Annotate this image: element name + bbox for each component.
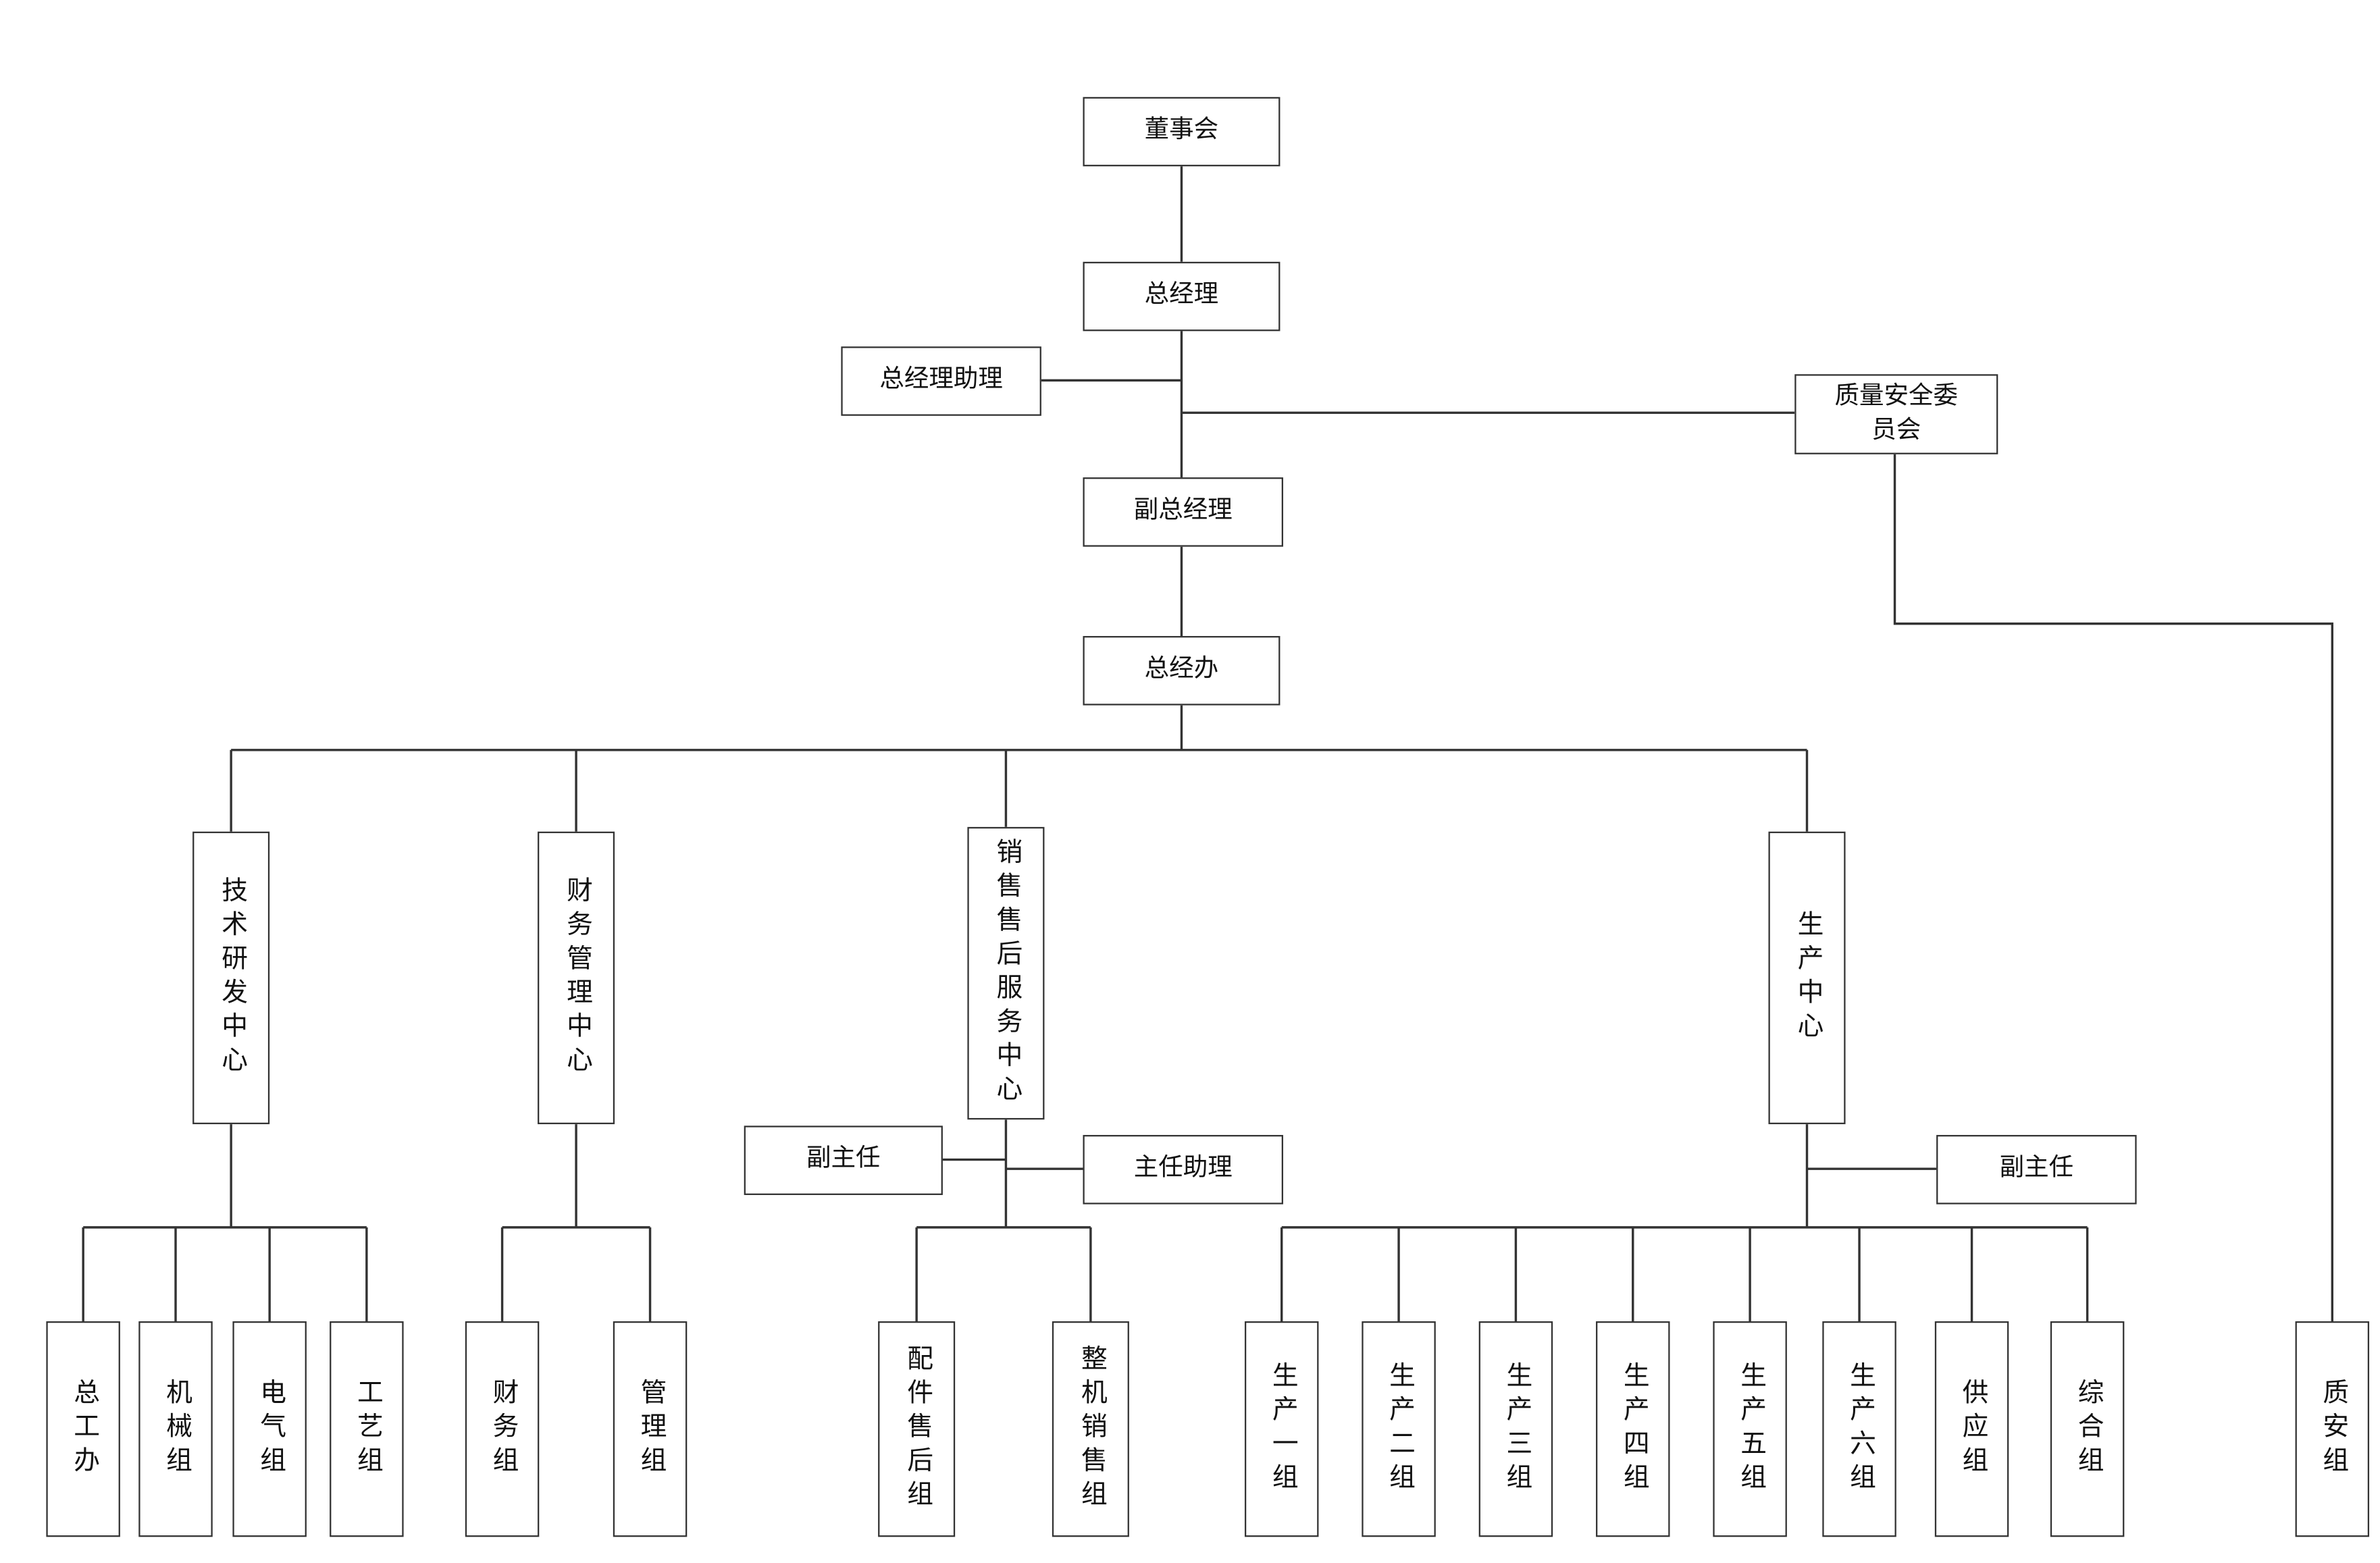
connector-committee-branch bbox=[1893, 454, 2334, 1322]
node-gm-office: 总经办 bbox=[1083, 636, 1280, 706]
node-parts-aftersales-group: 配件售后组 bbox=[878, 1321, 956, 1537]
node-production-group-2: 生产二组 bbox=[1362, 1321, 1436, 1537]
connector-main-bus bbox=[230, 749, 1809, 832]
node-machine-sales-group: 整机销售组 bbox=[1052, 1321, 1129, 1537]
connector-sales-branch bbox=[915, 1119, 1092, 1322]
connector-top-trunk bbox=[1041, 166, 1795, 750]
node-production-group-5: 生产五组 bbox=[1713, 1321, 1787, 1537]
node-tech-rd-center: 技术研发中心 bbox=[192, 831, 270, 1125]
node-mechanical-group: 机械组 bbox=[138, 1321, 213, 1537]
connector-finance-branch bbox=[500, 1124, 652, 1322]
node-finance-group: 财务组 bbox=[465, 1321, 540, 1537]
node-quality-safety-committee: 质量安全委员会 bbox=[1794, 374, 1998, 454]
node-board-of-directors: 董事会 bbox=[1083, 97, 1280, 167]
node-sales-director-assistant: 主任助理 bbox=[1083, 1135, 1283, 1204]
node-production-group-6: 生产六组 bbox=[1822, 1321, 1896, 1537]
node-production-group-1: 生产一组 bbox=[1244, 1321, 1319, 1537]
node-quality-safety-group: 质安组 bbox=[2295, 1321, 2370, 1537]
node-deputy-general-manager: 副总经理 bbox=[1083, 477, 1283, 547]
node-production-group-3: 生产三组 bbox=[1478, 1321, 1553, 1537]
node-general-affairs-group: 综合组 bbox=[2050, 1321, 2125, 1537]
node-production-group-4: 生产四组 bbox=[1596, 1321, 1670, 1537]
node-electrical-group: 电气组 bbox=[232, 1321, 307, 1537]
connector-production-branch bbox=[1280, 1124, 2089, 1322]
node-process-group: 工艺组 bbox=[330, 1321, 404, 1537]
node-supply-group: 供应组 bbox=[1934, 1321, 2009, 1537]
node-gm-assistant: 总经理助理 bbox=[841, 346, 1041, 416]
node-finance-management-center: 财务管理中心 bbox=[538, 831, 615, 1125]
node-production-vice-director: 副主任 bbox=[1936, 1135, 2137, 1204]
node-general-manager: 总经理 bbox=[1083, 261, 1280, 332]
node-management-group: 管理组 bbox=[613, 1321, 688, 1537]
node-sales-vice-director: 副主任 bbox=[744, 1125, 943, 1195]
connector-tech-branch bbox=[82, 1124, 368, 1322]
node-sales-aftersales-service-center: 销售售后服务中心 bbox=[967, 826, 1045, 1120]
node-production-center: 生产中心 bbox=[1768, 831, 1846, 1125]
node-chief-engineer-office: 总工办 bbox=[46, 1321, 120, 1537]
